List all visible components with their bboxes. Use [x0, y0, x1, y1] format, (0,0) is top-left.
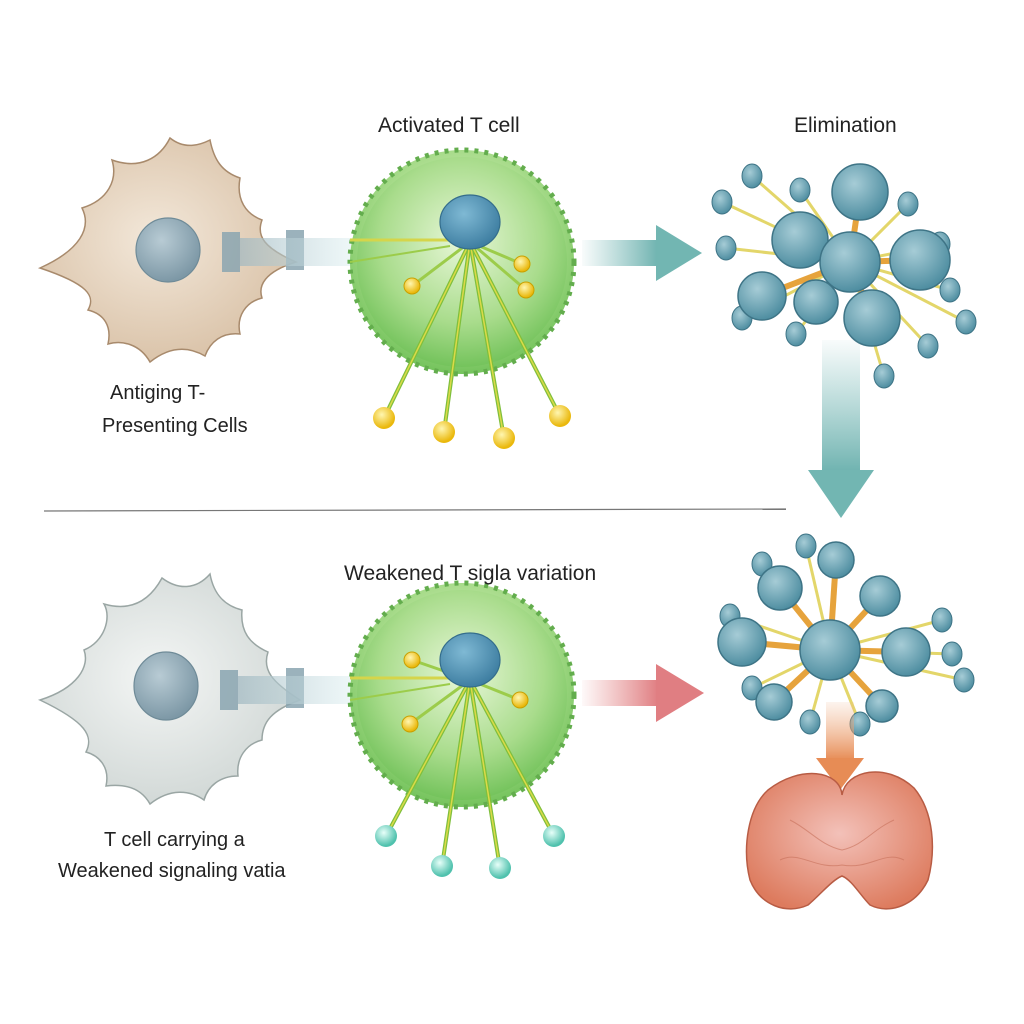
synapse-bridge-bottom — [220, 668, 356, 710]
elimination-label: Elimination — [794, 114, 897, 137]
small-cell — [799, 709, 821, 735]
small-cell — [953, 667, 975, 693]
signal-ray — [409, 678, 471, 726]
cluster-cell — [865, 689, 899, 723]
signal-bead — [431, 855, 453, 877]
cluster-cell — [843, 289, 901, 347]
cluster-cell — [717, 617, 767, 667]
signal-bead — [489, 857, 511, 879]
small-cell — [795, 533, 817, 559]
cluster-core-cell — [799, 619, 861, 681]
small-cell — [917, 333, 939, 359]
section-divider — [43, 508, 787, 512]
signal-ray-highlight — [441, 679, 471, 867]
cluster-cell — [737, 271, 787, 321]
cluster-cell — [831, 163, 889, 221]
antigen-presenting-cell-top — [37, 136, 299, 364]
small-cell — [955, 309, 977, 335]
cluster-cell — [771, 211, 829, 269]
signal-ray-highlight — [385, 679, 471, 837]
t-cell-nucleus-top — [439, 194, 501, 250]
elimination-cluster — [711, 163, 977, 389]
small-cell — [941, 641, 963, 667]
small-cell — [931, 607, 953, 633]
signal-bead — [543, 825, 565, 847]
cluster-cell — [889, 229, 951, 291]
signal-ray — [411, 240, 471, 288]
signal-ray — [469, 240, 527, 292]
arrow-down-teal — [808, 340, 874, 518]
signal-ray-highlight — [469, 679, 555, 837]
weakened-label-line2: Weakened signaling vatia — [58, 860, 286, 882]
synapse-bridge-top — [222, 230, 356, 272]
small-cell — [873, 363, 895, 389]
weakened-label-line1: T cell carrying a — [104, 829, 245, 851]
signal-ray-highlight — [383, 241, 471, 419]
synapse-line — [349, 245, 451, 263]
inner-bead — [513, 255, 531, 273]
signal-ray-highlight — [469, 241, 505, 439]
inner-bead — [517, 281, 535, 299]
signal-bead — [549, 405, 571, 427]
small-cell — [789, 177, 811, 203]
synapse-line — [349, 683, 451, 701]
weakened-variation-label: Weakened T sigla variation — [344, 562, 597, 585]
signal-ray-highlight — [469, 679, 501, 869]
cluster-cell — [859, 575, 901, 617]
activated-t-cell-label: Activated T cell — [378, 114, 520, 137]
arrow-down-orange — [816, 702, 864, 790]
apc-label-line1: Antiging T- — [110, 382, 206, 404]
cluster-core-cell — [819, 231, 881, 293]
inner-bead — [511, 691, 529, 709]
arrow-to-autoimmune-cluster — [582, 664, 704, 722]
signal-ray-highlight — [469, 241, 561, 417]
signal-bead — [373, 407, 395, 429]
small-cell — [711, 189, 733, 215]
cluster-cell — [793, 279, 839, 325]
signaling-rays-top — [349, 238, 571, 449]
arrow-to-elimination — [582, 225, 702, 281]
apc-label-line2: Presenting Cells — [102, 415, 248, 437]
cluster-cell — [757, 565, 803, 611]
small-cell — [785, 321, 807, 347]
inner-bead — [401, 715, 419, 733]
signal-bead — [493, 427, 515, 449]
cluster-cell — [881, 627, 931, 677]
autoimmune-cluster — [717, 533, 975, 737]
inner-bead — [403, 277, 421, 295]
small-cell — [939, 277, 961, 303]
t-cell-nucleus-bottom — [439, 632, 501, 688]
signaling-rays-bottom — [349, 651, 565, 879]
cluster-cell — [817, 541, 855, 579]
small-cell — [715, 235, 737, 261]
small-cell — [741, 163, 763, 189]
small-cell — [897, 191, 919, 217]
inner-bead — [403, 651, 421, 669]
antigen-presenting-cell-bottom — [37, 572, 302, 806]
signal-ray-highlight — [443, 241, 471, 433]
signal-bead — [433, 421, 455, 443]
signal-bead — [375, 825, 397, 847]
cluster-cell — [755, 683, 793, 721]
target-organ — [745, 771, 934, 910]
